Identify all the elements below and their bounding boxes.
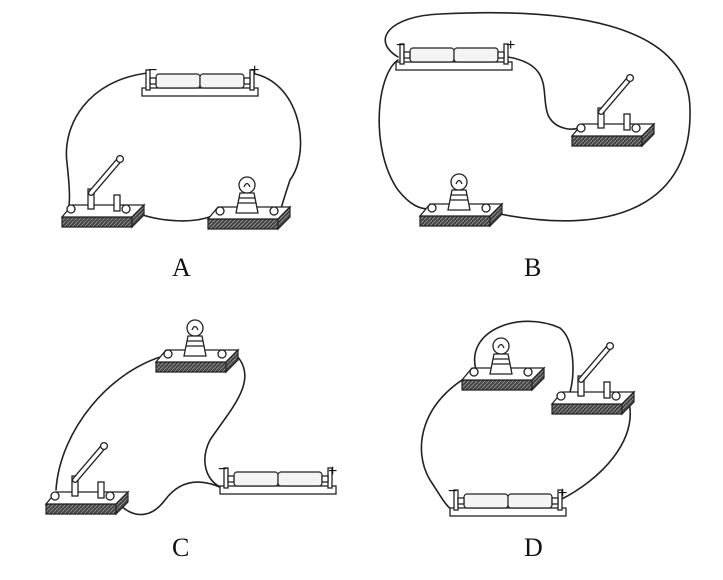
option-b-positive-sign: + [506,37,515,54]
option-c-label: C [172,533,189,562]
option-d-switch [552,343,634,414]
option-d-wire-switch-to-battery [559,397,631,501]
option-c-switch [46,443,128,514]
option-c-wire-lamp-to-battery [204,354,246,489]
option-d-battery [449,489,567,517]
option-c-battery [219,467,337,495]
option-d-wire-lamp-top [473,320,574,393]
option-d-label: D [524,533,543,562]
option-a-circuit: − + A [62,62,302,282]
option-b-switch [572,75,654,146]
option-d-positive-sign: + [558,485,567,502]
option-d-circuit: − + D [420,320,634,562]
option-b-wire-right [507,56,583,130]
option-a-battery [141,69,259,97]
option-b-negative-sign: − [396,37,405,54]
option-a-wire-right [249,72,302,213]
option-b-lamp [419,173,503,227]
option-a-positive-sign: + [250,62,259,79]
option-b-wire-outer-loop [384,11,691,222]
option-a-wire-left [65,72,149,210]
option-b-battery [395,43,513,71]
option-b-label: B [524,253,541,282]
option-a-switch [62,156,144,227]
option-c-positive-sign: + [328,463,337,480]
option-a-negative-sign: − [148,62,157,79]
option-c-lamp [155,319,239,373]
option-a-lamp [207,176,291,230]
option-d-negative-sign: − [448,483,457,500]
option-b-circuit: − + B [378,11,691,282]
option-c-negative-sign: − [218,461,227,478]
option-c-wire-switch-to-battery [111,481,223,516]
option-c-circuit: − + C [46,319,337,562]
option-c-wire-lamp-to-switch [55,354,168,491]
option-d-wire-lamp-left [420,371,477,511]
option-b-wire-left [378,59,434,210]
option-a-label: A [172,253,191,282]
